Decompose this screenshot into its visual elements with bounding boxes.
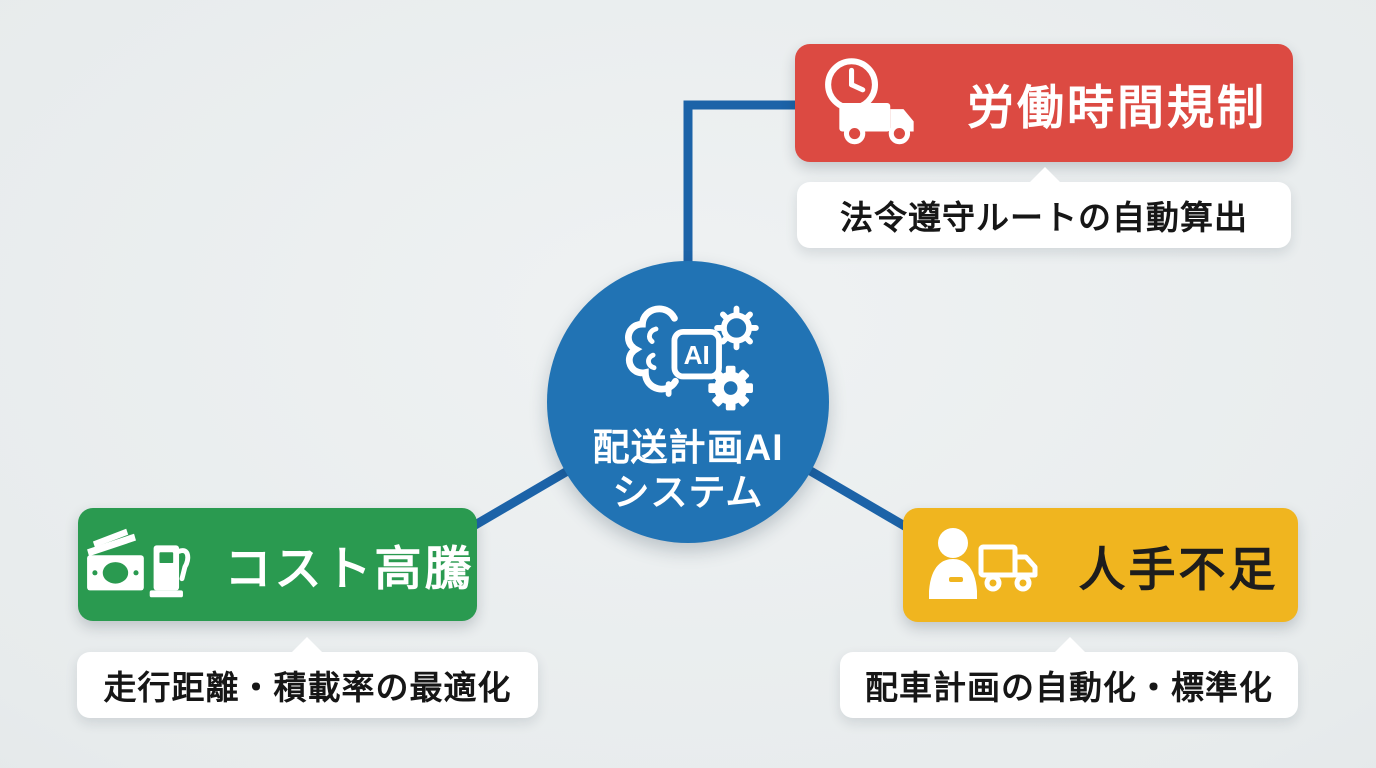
connector-to-regulation <box>683 100 800 285</box>
clock-truck-icon <box>825 58 914 145</box>
node-cost-surge: コスト高騰 <box>78 508 477 621</box>
worker-truck-icon <box>928 528 1037 599</box>
node-title-labor-shortage: 人手不足 <box>1078 542 1279 596</box>
center-node-title: 配送計画AI システム <box>593 425 784 515</box>
center-title-line1: 配送計画AI <box>592 426 784 468</box>
callout-cost-surge: 走行距離・積載率の最適化 <box>77 637 538 718</box>
center-title-line2: システム <box>612 472 764 513</box>
callout-labor-time-regulation: 法令遵守ルートの自動算出 <box>797 167 1291 248</box>
center-node-delivery-ai-system: AI <box>547 261 829 543</box>
callout-arrow-up <box>1029 167 1061 183</box>
node-labor-shortage: 人手不足 <box>903 508 1298 622</box>
callout-labor-shortage: 配車計画の自動化・標準化 <box>840 637 1298 718</box>
callout-arrow-up <box>291 637 323 653</box>
ai-brain-gears-icon: AI <box>625 305 759 411</box>
callout-text-regulation: 法令遵守ルートの自動算出 <box>840 199 1248 236</box>
callout-arrow-up <box>1054 637 1086 653</box>
money-fuel-icon <box>86 528 190 597</box>
node-title-labor-time-regulation: 労働時間規制 <box>967 80 1267 134</box>
svg-text:AI: AI <box>684 340 710 370</box>
callout-text-labor: 配車計画の自動化・標準化 <box>865 669 1273 706</box>
callout-text-cost: 走行距離・積載率の最適化 <box>103 669 512 706</box>
node-title-cost-surge: コスト高騰 <box>224 542 475 595</box>
node-labor-time-regulation: 労働時間規制 <box>795 44 1293 162</box>
